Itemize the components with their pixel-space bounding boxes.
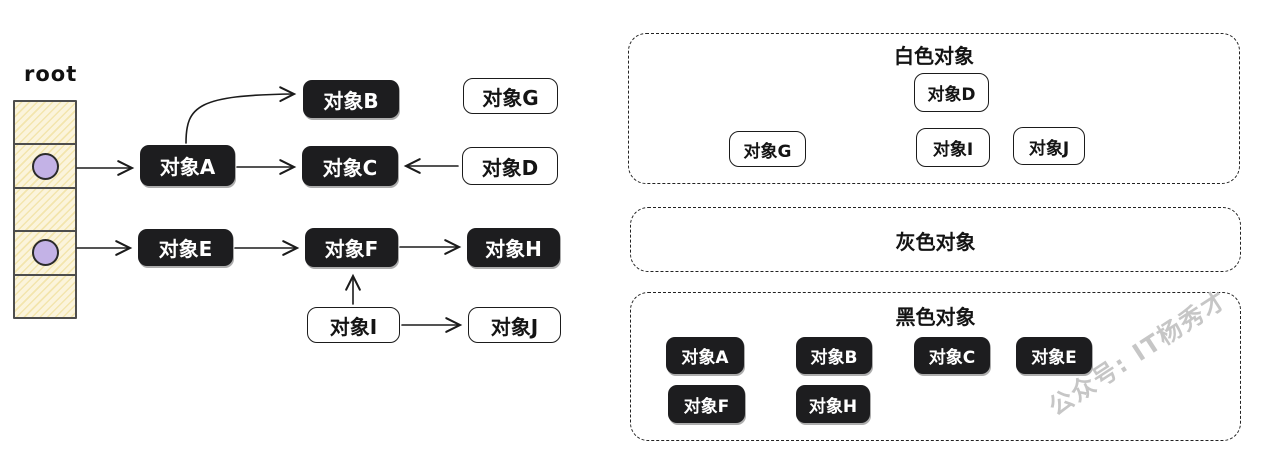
root-label: root (24, 62, 78, 86)
edge-A-B (185, 86, 297, 144)
node-F: 对象F (305, 228, 398, 267)
stack-cell (15, 189, 75, 233)
group-gray-title: 灰色对象 (895, 230, 976, 254)
node-A: 对象A (140, 145, 235, 186)
node-D: 对象D (462, 147, 558, 185)
node-G: 对象G (463, 78, 558, 114)
stack-cell (15, 232, 75, 276)
pointer-dot (31, 152, 59, 180)
group-gray-objects: 灰色对象 (630, 207, 1241, 272)
white-item-J: 对象J (1013, 127, 1085, 165)
stack-cell (15, 276, 75, 317)
black-item-H: 对象H (796, 385, 870, 423)
group-black-objects: 黑色对象 对象A 对象B 对象C 对象E 对象F 对象H (630, 292, 1241, 441)
white-item-D: 对象D (914, 73, 989, 112)
black-item-E: 对象E (1016, 337, 1092, 374)
black-item-A: 对象A (666, 337, 744, 374)
pointer-dot (31, 239, 59, 267)
group-white-title: 白色对象 (894, 44, 974, 68)
white-item-I: 对象I (916, 128, 990, 167)
stack-cell (15, 102, 75, 146)
black-item-B: 对象B (796, 337, 872, 374)
group-black-title: 黑色对象 (895, 305, 976, 329)
node-C: 对象C (302, 146, 398, 186)
black-item-C: 对象C (914, 337, 990, 374)
white-item-G: 对象G (729, 131, 806, 167)
black-item-F: 对象F (668, 385, 745, 423)
node-I: 对象I (307, 307, 400, 343)
group-white-objects: 白色对象 对象G 对象D 对象I 对象J (628, 33, 1240, 184)
node-B: 对象B (303, 80, 399, 118)
node-J: 对象J (468, 307, 561, 343)
root-stack (13, 100, 77, 319)
node-E: 对象E (138, 229, 233, 266)
stack-cell (15, 145, 75, 189)
node-H: 对象H (467, 228, 560, 267)
